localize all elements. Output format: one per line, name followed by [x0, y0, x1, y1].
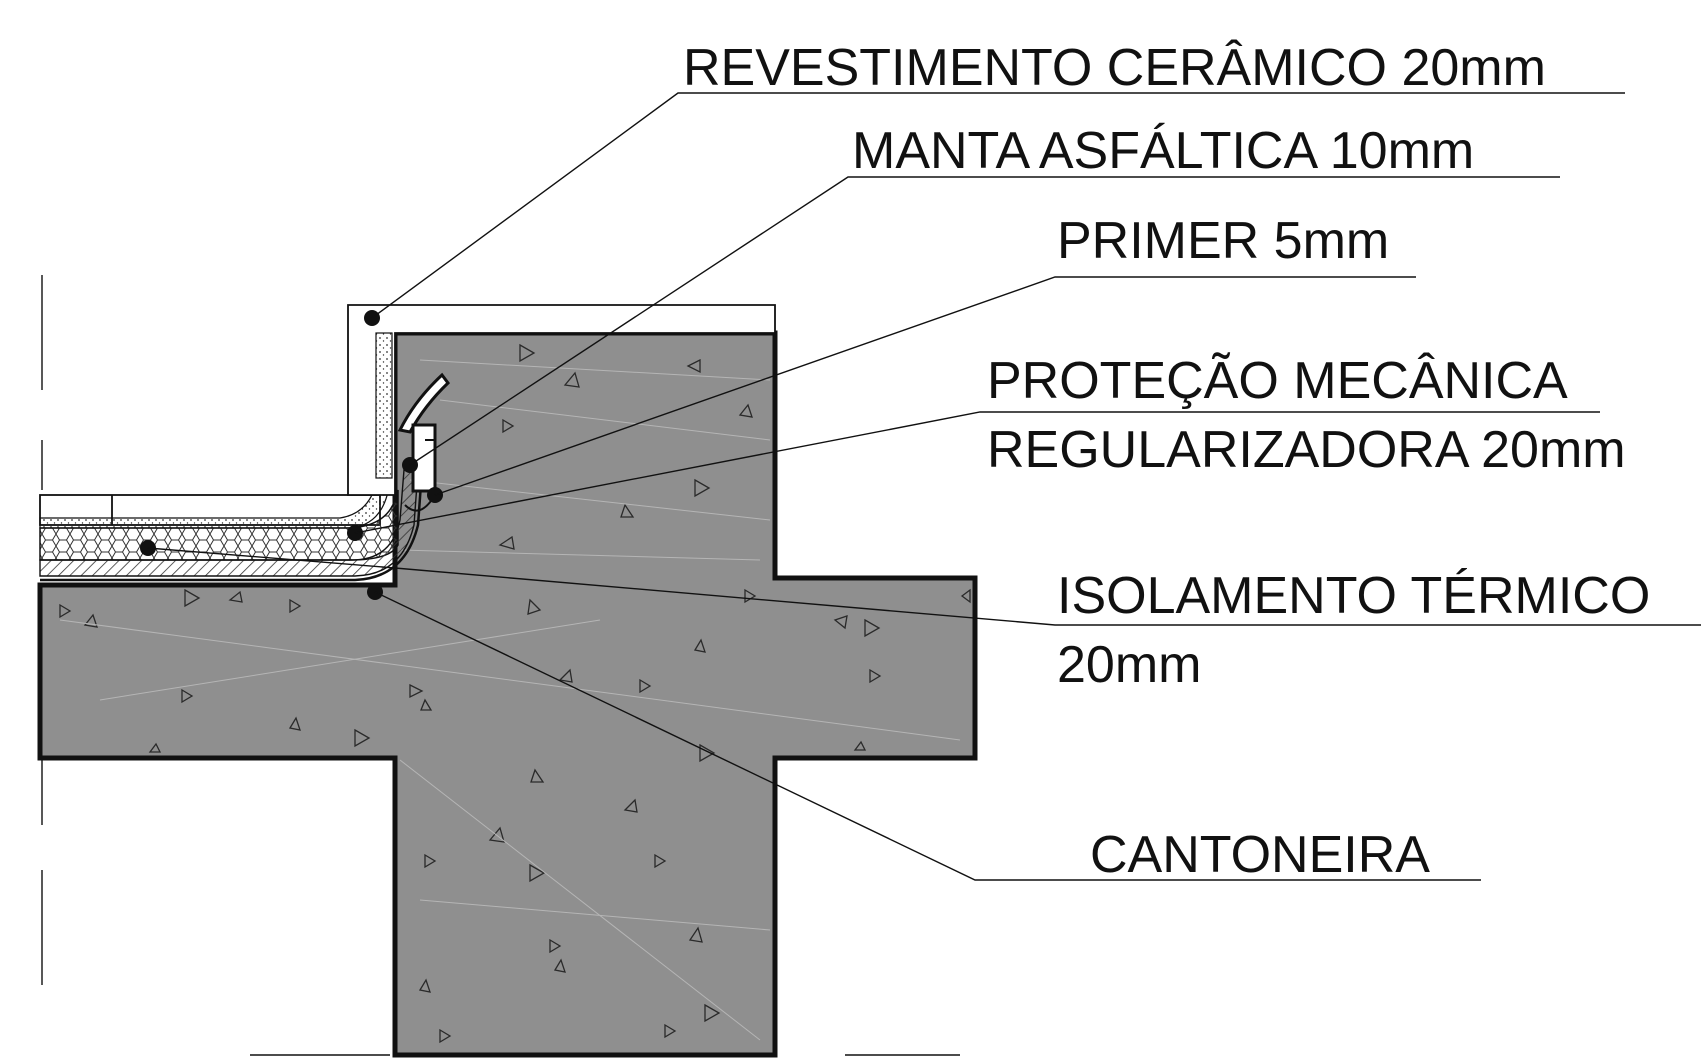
- label-ceramic: REVESTIMENTO CERÂMICO 20mm: [683, 39, 1546, 97]
- concrete-texture: [59, 359, 961, 1041]
- label-protection-line1: PROTEÇÃO MECÂNICA: [987, 352, 1568, 410]
- label-insulation-line2: 20mm: [1057, 636, 1201, 694]
- wall-ceramic-tile: [347, 304, 776, 496]
- concrete-structure: [37, 330, 978, 1058]
- waterproofing-layers: [39, 334, 424, 582]
- label-primer: PRIMER 5mm: [1057, 212, 1389, 270]
- metal-angle-profile: [397, 372, 450, 512]
- label-membrane: MANTA ASFÁLTICA 10mm: [852, 122, 1474, 180]
- break-lines: [41, 275, 960, 1056]
- leader-lines: [147, 92, 1701, 881]
- label-angle: CANTONEIRA: [1090, 826, 1430, 884]
- label-protection-line2: REGULARIZADORA 20mm: [987, 421, 1626, 479]
- label-insulation-line1: ISOLAMENTO TÉRMICO: [1057, 567, 1650, 625]
- concrete-aggregate: [59, 343, 971, 1044]
